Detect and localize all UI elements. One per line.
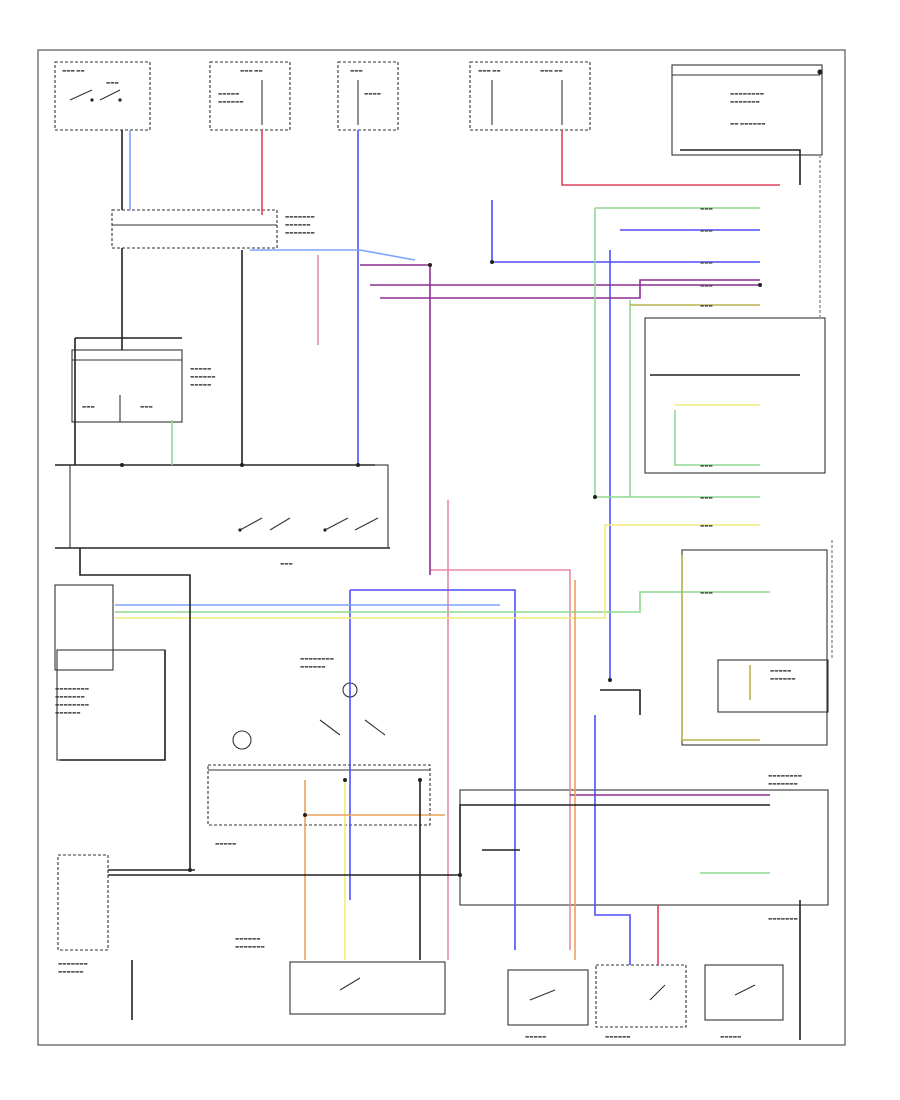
condenser-fan-motor: ▬▬▬▬▬: [507, 969, 589, 1040]
svg-text:▬▬▬ ▬▬: ▬▬▬ ▬▬: [240, 69, 263, 74]
compressor-clutch: ▬▬▬▬▬▬ ▬▬▬▬▬▬▬: [235, 937, 446, 1015]
svg-text:▬▬▬▬▬: ▬▬▬▬▬: [720, 1035, 741, 1040]
wire-purple-1: [360, 264, 431, 575]
connector-labels-right: ▬▬▬ ▬▬▬ ▬▬▬ ▬▬▬ ▬▬▬ ▬▬▬ ▬▬▬ ▬▬▬ ▬▬▬: [700, 207, 713, 596]
svg-text:▬▬▬▬▬: ▬▬▬▬▬: [218, 92, 239, 97]
diagram-frame: [37, 49, 846, 1046]
wire-black-12: [680, 149, 801, 185]
under-dash-fuse-relay-box: ▬▬▬ ▬▬▬ ▬▬▬▬▬ ▬▬▬▬▬▬ ▬▬▬▬▬: [71, 349, 216, 423]
svg-text:▬▬▬▬: ▬▬▬▬: [364, 92, 381, 97]
svg-text:▬▬▬▬▬▬▬: ▬▬▬▬▬▬▬: [285, 215, 315, 220]
wire-green-2: [594, 208, 760, 498]
dual-pressure-switch: ▬▬▬▬▬ ▬▬▬▬▬▬: [717, 659, 829, 713]
svg-text:▬▬▬▬▬▬▬▬: ▬▬▬▬▬▬▬▬: [55, 703, 89, 708]
radiator-fan-motor: ▬▬▬▬▬▬: [595, 964, 687, 1040]
svg-text:▬▬▬▬▬▬▬: ▬▬▬▬▬▬▬: [55, 695, 85, 700]
svg-text:▬▬▬: ▬▬▬: [106, 81, 119, 86]
svg-text:▬▬▬ ▬▬: ▬▬▬ ▬▬: [62, 69, 85, 74]
svg-text:▬▬▬▬▬▬: ▬▬▬▬▬▬: [190, 375, 216, 380]
svg-text:▬▬ ▬▬▬▬▬▬: ▬▬ ▬▬▬▬▬▬: [730, 122, 765, 127]
svg-text:▬▬▬: ▬▬▬: [140, 405, 153, 410]
fuse-box-top-right-a: ▬▬▬ ▬▬ ▬▬▬ ▬▬: [469, 61, 591, 131]
svg-text:▬▬▬▬▬▬▬▬: ▬▬▬▬▬▬▬▬: [55, 687, 89, 692]
wire-green-4: [115, 591, 770, 613]
svg-text:▬▬▬▬▬: ▬▬▬▬▬: [215, 842, 236, 847]
climate-control-unit: ▬▬▬▬▬▬▬▬ ▬▬▬▬▬▬▬ ▬▬▬▬▬▬▬▬ ▬▬▬▬▬▬: [54, 584, 114, 716]
svg-text:▬▬▬: ▬▬▬: [280, 562, 293, 567]
relay-module-right: [644, 317, 826, 474]
pressure-switch: ▬▬▬▬▬: [704, 964, 784, 1040]
switch-contacts: ▬▬▬: [238, 517, 379, 567]
wire-pink-3: [430, 569, 571, 950]
right-control-unit: [681, 549, 828, 746]
svg-text:▬▬▬: ▬▬▬: [350, 69, 363, 74]
svg-text:▬▬▬ ▬▬: ▬▬▬ ▬▬: [540, 69, 563, 74]
fuse-box-top-mid: ▬▬▬ ▬▬▬▬: [337, 61, 399, 131]
svg-text:▬▬▬▬▬: ▬▬▬▬▬: [190, 383, 211, 388]
fuse-box-top-center: ▬▬▬ ▬▬ ▬▬▬▬▬ ▬▬▬▬▬▬: [209, 61, 291, 131]
ac-compressor-relay-box: ▬▬▬▬▬▬▬▬ ▬▬▬▬▬▬▬ ▬▬ ▬▬▬▬▬▬: [671, 64, 823, 156]
svg-text:▬▬▬▬▬▬: ▬▬▬▬▬▬: [58, 970, 84, 975]
wire-blue-4: [350, 589, 516, 950]
switch-panel: [69, 464, 389, 549]
fuse-box-top-left: ▬▬▬ ▬▬ ▬▬▬: [54, 61, 151, 131]
wire-blue-6: [594, 715, 631, 965]
svg-text:▬▬▬▬▬▬: ▬▬▬▬▬▬: [605, 1035, 631, 1040]
svg-text:▬▬▬: ▬▬▬: [700, 524, 713, 529]
wire-black-11: [600, 689, 641, 715]
svg-text:▬▬▬▬▬: ▬▬▬▬▬: [770, 669, 791, 674]
svg-text:▬▬▬: ▬▬▬: [700, 304, 713, 309]
wire-lblue-2: [250, 249, 416, 261]
svg-text:▬▬▬▬▬: ▬▬▬▬▬: [190, 367, 211, 372]
wire-purple-3: [380, 279, 760, 299]
svg-text:▬▬▬: ▬▬▬: [700, 284, 713, 289]
svg-text:▬▬▬▬▬▬: ▬▬▬▬▬▬: [218, 100, 244, 105]
svg-text:▬▬▬▬▬▬: ▬▬▬▬▬▬: [235, 937, 261, 942]
svg-text:▬▬▬: ▬▬▬: [82, 405, 95, 410]
svg-text:▬▬▬ ▬▬: ▬▬▬ ▬▬: [478, 69, 501, 74]
junction-nodes: [120, 260, 762, 877]
svg-text:▬▬▬: ▬▬▬: [700, 464, 713, 469]
svg-text:▬▬▬▬▬▬▬: ▬▬▬▬▬▬▬: [235, 945, 265, 950]
svg-text:▬▬▬▬▬▬▬▬: ▬▬▬▬▬▬▬▬: [768, 774, 802, 779]
svg-text:▬▬▬: ▬▬▬: [700, 591, 713, 596]
svg-text:▬▬▬▬▬▬▬: ▬▬▬▬▬▬▬: [768, 917, 798, 922]
svg-text:▬▬▬: ▬▬▬: [700, 261, 713, 266]
svg-text:▬▬▬▬▬▬▬▬: ▬▬▬▬▬▬▬▬: [300, 657, 334, 662]
svg-text:▬▬▬▬▬: ▬▬▬▬▬: [525, 1035, 546, 1040]
svg-text:▬▬▬▬▬▬▬▬: ▬▬▬▬▬▬▬▬: [730, 92, 764, 97]
fan-control-unit: ▬▬▬▬▬▬▬▬ ▬▬▬▬▬▬ ▬▬▬▬▬: [207, 657, 431, 847]
svg-text:▬▬▬▬▬▬▬: ▬▬▬▬▬▬▬: [58, 962, 88, 967]
engine-control-module: ▬▬▬▬▬▬▬ ▬▬▬▬▬▬: [57, 854, 109, 975]
svg-text:▬▬▬▬▬▬: ▬▬▬▬▬▬: [770, 677, 796, 682]
wire-yellow-1: [115, 524, 760, 619]
svg-text:▬▬▬▬▬▬: ▬▬▬▬▬▬: [285, 223, 311, 228]
svg-text:▬▬▬: ▬▬▬: [700, 496, 713, 501]
wire-red-2: [561, 130, 780, 186]
svg-text:▬▬▬▬▬▬: ▬▬▬▬▬▬: [300, 665, 326, 670]
wire-blue-2: [491, 200, 760, 263]
svg-text:▬▬▬: ▬▬▬: [700, 207, 713, 212]
svg-text:▬▬▬▬▬▬▬: ▬▬▬▬▬▬▬: [285, 231, 315, 236]
svg-text:▬▬▬▬▬▬▬: ▬▬▬▬▬▬▬: [730, 100, 760, 105]
ac-compressor-relay: ▬▬▬▬▬▬▬ ▬▬▬▬▬▬ ▬▬▬▬▬▬▬: [111, 209, 315, 249]
wire-black-8: [108, 804, 770, 876]
wire-olive-2: [681, 555, 760, 741]
svg-text:▬▬▬: ▬▬▬: [700, 229, 713, 234]
wire-black-6: [79, 548, 191, 870]
svg-text:▬▬▬▬▬▬▬: ▬▬▬▬▬▬▬: [768, 782, 798, 787]
svg-text:▬▬▬▬▬▬: ▬▬▬▬▬▬: [55, 711, 81, 716]
wire-green-6: [674, 410, 760, 466]
wire-black-7: [60, 650, 166, 761]
